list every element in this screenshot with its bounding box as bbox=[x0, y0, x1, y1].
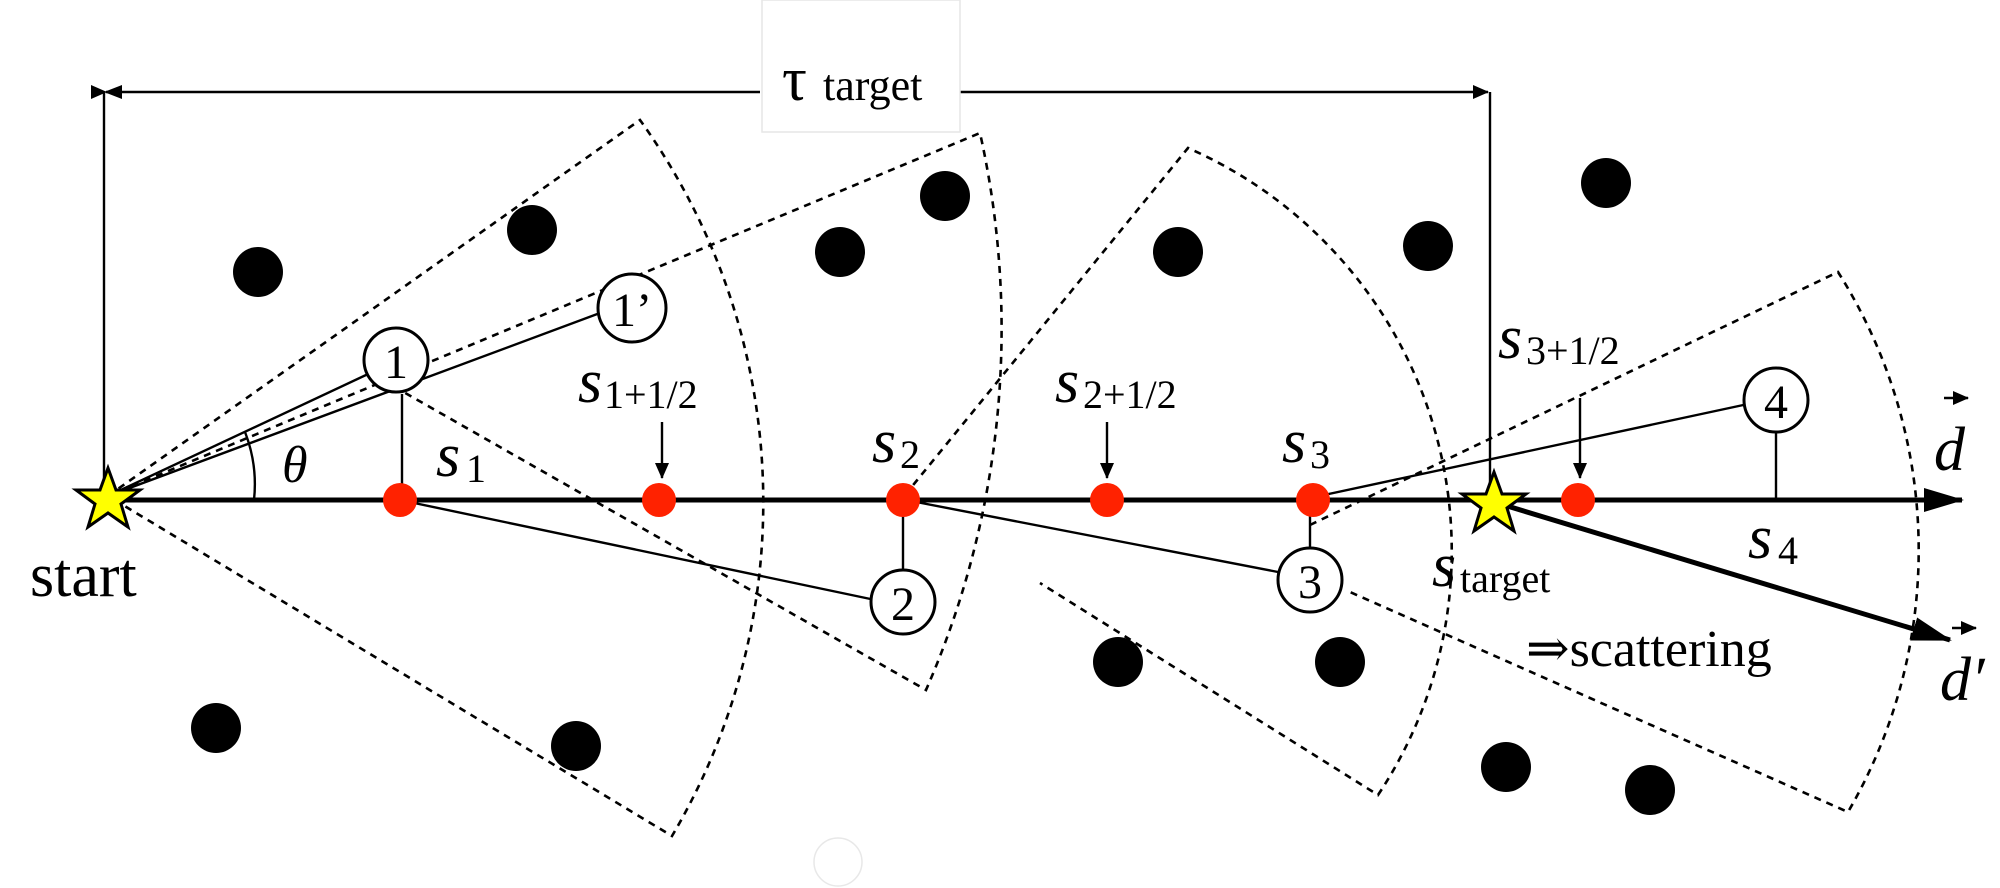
label-s3: s 3 bbox=[1282, 408, 1330, 477]
svg-text:1: 1 bbox=[384, 336, 408, 389]
label-s1-half: s 1+1/2 bbox=[578, 348, 698, 417]
node-1: 1 bbox=[362, 326, 430, 394]
node-3: 3 bbox=[1276, 546, 1344, 614]
target-star-icon bbox=[1457, 467, 1531, 535]
svg-text:target: target bbox=[1460, 556, 1550, 601]
sampling-cones bbox=[107, 118, 1920, 838]
cone-from-s3 bbox=[1309, 270, 1920, 814]
svg-text:d: d bbox=[1934, 416, 1966, 484]
svg-text:1: 1 bbox=[466, 446, 486, 491]
svg-text:s: s bbox=[436, 422, 460, 490]
scattered-direction bbox=[1493, 499, 1952, 643]
scattering-label: ⇒scattering bbox=[1526, 621, 1772, 678]
start-label: start bbox=[30, 542, 137, 610]
label-s3-half: s 3+1/2 bbox=[1498, 304, 1620, 373]
node-1-prime: 1’ bbox=[596, 272, 668, 344]
svg-text:s: s bbox=[1055, 348, 1079, 416]
svg-text:d′: d′ bbox=[1940, 646, 1986, 714]
svg-text:2: 2 bbox=[900, 432, 920, 477]
svg-text:2+1/2: 2+1/2 bbox=[1083, 372, 1177, 417]
label-s2: s 2 bbox=[872, 408, 920, 477]
svg-text:s: s bbox=[578, 348, 602, 416]
vector-d-label: d bbox=[1934, 391, 1969, 484]
label-s4: s 4 bbox=[1748, 504, 1798, 573]
label-s-target: s target bbox=[1432, 532, 1550, 601]
tau-symbol: τ bbox=[782, 46, 807, 114]
cone-from-start bbox=[107, 118, 765, 838]
svg-text:2: 2 bbox=[891, 578, 915, 631]
tau-subscript: target bbox=[823, 61, 922, 110]
svg-text:s: s bbox=[872, 408, 896, 476]
svg-text:4: 4 bbox=[1764, 376, 1788, 429]
svg-text:1+1/2: 1+1/2 bbox=[604, 372, 698, 417]
node-2: 2 bbox=[869, 568, 937, 636]
faint-circle-artifact bbox=[813, 837, 863, 887]
label-s1: s 1 bbox=[436, 422, 486, 491]
svg-text:s: s bbox=[1432, 532, 1456, 600]
tau-target-bracket bbox=[91, 0, 1492, 502]
start-star-icon bbox=[71, 463, 145, 531]
svg-text:4: 4 bbox=[1778, 528, 1798, 573]
theta-arc bbox=[243, 431, 256, 501]
svg-text:1’: 1’ bbox=[612, 284, 652, 337]
svg-text:3: 3 bbox=[1298, 556, 1322, 609]
vector-dprime-label: d′ bbox=[1940, 621, 1986, 714]
svg-text:s: s bbox=[1282, 408, 1306, 476]
node-4: 4 bbox=[1742, 366, 1810, 434]
path-lines bbox=[107, 311, 1778, 603]
half-step-arrows bbox=[655, 398, 1587, 479]
sample-points bbox=[383, 483, 1595, 517]
svg-text:3+1/2: 3+1/2 bbox=[1526, 328, 1620, 373]
theta-label: θ bbox=[282, 437, 308, 494]
svg-text:3: 3 bbox=[1310, 432, 1330, 477]
svg-text:s: s bbox=[1498, 304, 1522, 372]
cone-from-s2 bbox=[903, 146, 1454, 797]
label-s2-half: s 2+1/2 bbox=[1055, 348, 1177, 417]
tau-label-box bbox=[761, 0, 961, 133]
svg-text:s: s bbox=[1748, 504, 1772, 572]
photon-dots bbox=[191, 158, 1675, 815]
cone-from-start-wide bbox=[107, 131, 1003, 692]
